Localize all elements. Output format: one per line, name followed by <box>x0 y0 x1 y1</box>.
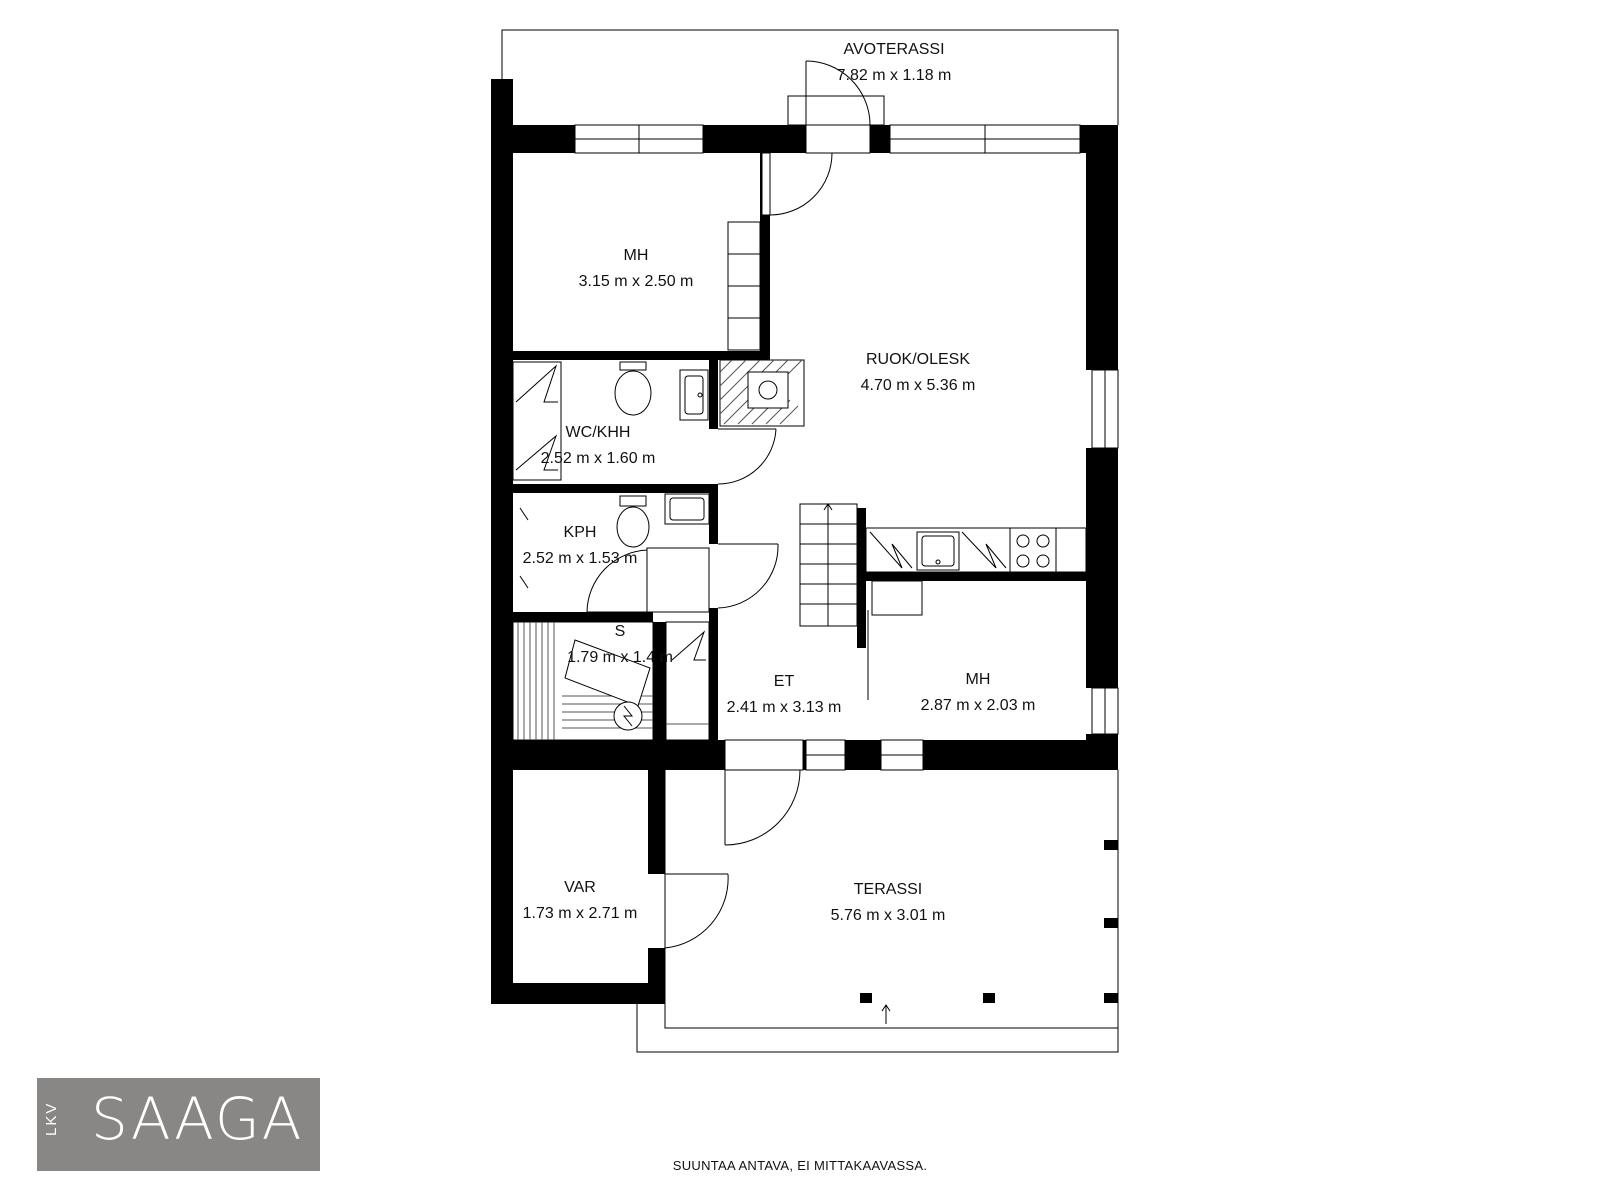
et-name: ET <box>774 673 795 690</box>
fixtures <box>512 221 1118 1024</box>
lkv-saaga-logo: LKV SAAGA <box>37 1078 320 1171</box>
wc-khh-size: 2.52 m x 1.60 m <box>541 450 656 467</box>
s-size: 1.79 m x 1.4 m <box>567 649 673 666</box>
mh1-size: 3.15 m x 2.50 m <box>579 273 694 290</box>
ruok-olesk-name: RUOK/OLESK <box>866 351 970 368</box>
avoterassi-name: AVOTERASSI <box>843 41 944 58</box>
var-name: VAR <box>564 879 596 896</box>
kph-name: KPH <box>564 524 597 541</box>
mh2-name: MH <box>966 671 991 688</box>
var-size: 1.73 m x 2.71 m <box>523 905 638 922</box>
logo-prefix: LKV <box>43 1101 60 1136</box>
terassi-size: 5.76 m x 3.01 m <box>831 907 946 924</box>
wc-khh-name: WC/KHH <box>566 424 631 441</box>
walls <box>491 79 1118 1004</box>
scale-disclaimer: SUUNTAA ANTAVA, EI MITTAKAAVASSA. <box>672 1158 928 1173</box>
et-size: 2.41 m x 3.13 m <box>727 699 842 716</box>
terassi-name: TERASSI <box>854 881 922 898</box>
mh2-size: 2.87 m x 2.03 m <box>921 697 1036 714</box>
ruok-olesk-size: 4.70 m x 5.36 m <box>861 377 976 394</box>
windows <box>574 124 1119 771</box>
avoterassi-size: 7.82 m x 1.18 m <box>837 67 952 84</box>
logo-name: SAAGA <box>91 1085 304 1153</box>
doors <box>586 60 885 949</box>
room-labels: AVOTERASSI 7.82 m x 1.18 m MH 3.15 m x 2… <box>523 41 1036 924</box>
s-name: S <box>615 623 626 640</box>
mh1-name: MH <box>624 247 649 264</box>
kph-size: 2.52 m x 1.53 m <box>523 550 638 567</box>
